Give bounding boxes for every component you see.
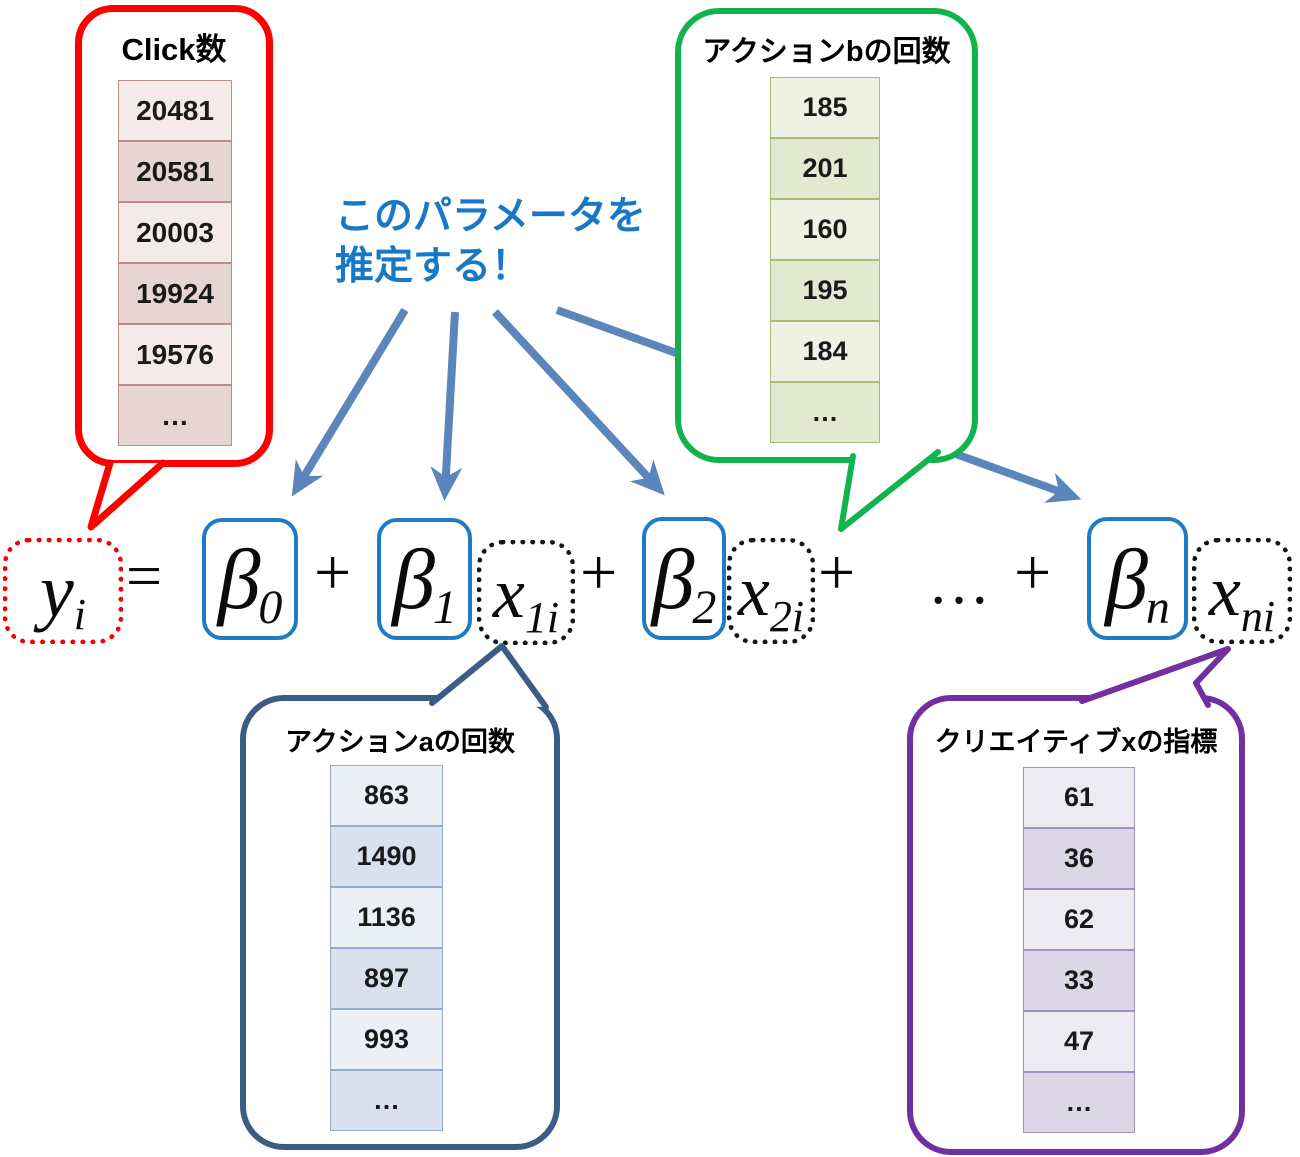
arrow-to-beta0	[291, 307, 409, 497]
table-cell: …	[118, 385, 232, 446]
table-cell: 185	[770, 77, 880, 138]
table-cell: 36	[1023, 828, 1135, 889]
action-b-bubble-tail	[838, 449, 941, 532]
table-cell: 184	[770, 321, 880, 382]
plus-sign: +	[314, 536, 352, 609]
table-cell: 47	[1023, 1011, 1135, 1072]
table-cell: 61	[1023, 767, 1135, 828]
table-cell: 20481	[118, 80, 232, 141]
table-cell: 33	[1023, 950, 1135, 1011]
x-subscript: 1i	[524, 593, 560, 642]
equals-sign: =	[126, 540, 163, 611]
y-i-term-box: y i	[3, 538, 123, 644]
x-subscript: ni	[1240, 592, 1276, 641]
beta-symbol: β	[392, 531, 435, 627]
table-cell: 20003	[118, 202, 232, 263]
plus-sign: +	[580, 536, 618, 609]
beta-symbol: β	[1105, 530, 1148, 627]
action-a-table: 863 1490 1136 897 993 …	[330, 765, 443, 1131]
table-cell: 19576	[118, 324, 232, 385]
action-b-table: 185 201 160 195 184 …	[770, 77, 880, 443]
beta-subscript: n	[1145, 581, 1170, 634]
table-cell: 160	[770, 199, 880, 260]
table-cell: 1136	[330, 887, 443, 948]
table-cell: 195	[770, 260, 880, 321]
plus-sign: +	[1014, 536, 1052, 609]
estimate-parameters-note: このパラメータを 推定する！	[335, 192, 646, 292]
beta-subscript: 0	[258, 581, 283, 634]
beta-subscript: 2	[692, 581, 717, 634]
arrow-to-beta2	[492, 309, 665, 496]
action-b-title: アクションbの回数	[702, 36, 951, 68]
x-symbol: x	[1208, 551, 1241, 631]
table-cell: 863	[330, 765, 443, 826]
xni-term-box: x ni	[1192, 538, 1292, 644]
betan-term-box: β n	[1087, 517, 1188, 640]
table-cell: …	[330, 1070, 443, 1131]
x-subscript: 2i	[769, 592, 805, 641]
x2i-term-box: x 2i	[727, 538, 815, 644]
y-subscript: i	[73, 590, 86, 639]
beta-symbol: β	[217, 531, 261, 627]
table-cell: 19924	[118, 263, 232, 324]
x-symbol: x	[737, 551, 770, 631]
table-cell: …	[770, 382, 880, 443]
annotation-line1: このパラメータを	[335, 195, 646, 238]
table-cell: 1490	[330, 826, 443, 887]
x1i-term-box: x 1i	[477, 540, 575, 645]
table-cell: …	[1023, 1072, 1135, 1133]
table-cell: 20581	[118, 141, 232, 202]
plus-sign: +	[818, 536, 856, 609]
ellipsis: …	[928, 549, 990, 617]
table-cell: 62	[1023, 889, 1135, 950]
beta2-term-box: β 2	[642, 517, 726, 640]
beta1-term-box: β 1	[377, 518, 472, 640]
table-cell: 201	[770, 138, 880, 199]
arrow-to-beta1	[430, 311, 463, 501]
creative-x-table: 61 36 62 33 47 …	[1023, 767, 1135, 1133]
beta0-term-box: β 0	[202, 518, 298, 640]
x-symbol: x	[492, 552, 525, 633]
y-symbol: y	[40, 549, 74, 633]
beta-subscript: 1	[432, 581, 457, 634]
table-cell: 993	[330, 1009, 443, 1070]
beta-symbol: β	[651, 530, 695, 627]
click-count-table: 20481 20581 20003 19924 19576 …	[118, 80, 232, 446]
table-cell: 897	[330, 948, 443, 1009]
click-bubble-tail	[87, 459, 167, 531]
click-count-title: Click数	[121, 32, 227, 67]
annotation-line2: 推定する！	[335, 244, 531, 288]
action-a-title: アクションaの回数	[285, 727, 515, 757]
creative-x-title: クリエイティブxの指標	[934, 727, 1218, 757]
